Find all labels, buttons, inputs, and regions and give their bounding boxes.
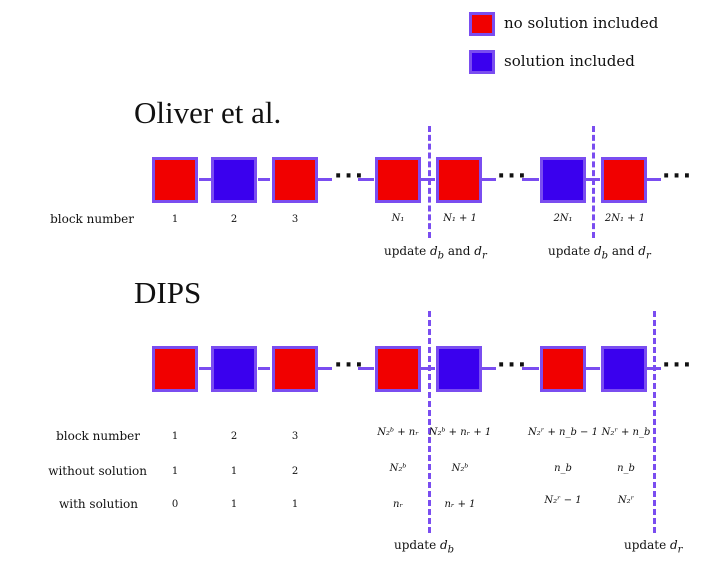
dips-with-solution: N₂ʳ — [617, 495, 635, 506]
dips-link — [258, 367, 270, 370]
dips-link — [522, 367, 539, 370]
dips-without-solution: 1 — [230, 466, 238, 477]
oliver-number: N₁ — [391, 213, 405, 224]
dips-block-2 — [211, 346, 257, 392]
dips-row-label-block-number: block number — [56, 429, 140, 443]
oliver-update-label: update db and dr — [548, 244, 651, 262]
dips-link — [586, 367, 600, 370]
oliver-update-label: update db and dr — [384, 244, 487, 262]
dips-update-db-label: update db — [394, 538, 455, 556]
oliver-block-3 — [272, 157, 318, 203]
oliver-number: 1 — [171, 214, 179, 225]
oliver-link — [647, 178, 661, 181]
dips-with-solution: 1 — [291, 499, 299, 510]
oliver-number: 2N₁ — [553, 213, 573, 224]
legend-blue-label: solution included — [504, 52, 635, 70]
dips-block-number: N₂ᵇ + nᵣ — [377, 427, 419, 438]
dips-update-db-divider — [428, 311, 431, 533]
oliver-block-n1-plus-1 — [436, 157, 482, 203]
dips-block-number: N₂ᵇ + nᵣ + 1 — [428, 427, 492, 438]
oliver-number: 2N₁ + 1 — [604, 213, 646, 224]
dips-without-solution: N₂ᵇ — [451, 463, 469, 474]
dips-block-1 — [152, 346, 198, 392]
dips-without-solution: n_b — [554, 463, 572, 474]
dips-block-7 — [601, 346, 647, 392]
oliver-update-divider — [592, 126, 595, 238]
dips-row-label-with-solution: with solution — [58, 497, 138, 511]
dips-with-solution: nᵣ + 1 — [444, 499, 476, 510]
oliver-link — [199, 178, 211, 181]
oliver-number: 3 — [291, 214, 299, 225]
dips-link — [358, 367, 374, 370]
dips-title: DIPS — [134, 275, 202, 310]
oliver-ellipsis: ··· — [497, 164, 529, 189]
dips-block-3 — [272, 346, 318, 392]
oliver-block-2 — [211, 157, 257, 203]
dips-with-solution: N₂ʳ − 1 — [544, 495, 582, 506]
legend-red-label: no solution included — [504, 14, 659, 32]
dips-link — [482, 367, 496, 370]
oliver-update-divider — [428, 126, 431, 238]
dips-without-solution: 1 — [171, 466, 179, 477]
dips-update-dr-label: update dr — [624, 538, 683, 556]
dips-block-number: N₂ʳ + n_b − 1 — [528, 427, 598, 438]
dips-without-solution: N₂ᵇ — [389, 463, 407, 474]
oliver-title: Oliver et al. — [134, 95, 282, 130]
oliver-link — [522, 178, 539, 181]
oliver-link — [358, 178, 374, 181]
dips-ellipsis: ··· — [497, 353, 529, 378]
dips-ellipsis: ··· — [662, 353, 694, 378]
legend-red-swatch — [469, 12, 495, 36]
legend-blue-swatch — [469, 50, 495, 74]
oliver-block-2n1-plus-1 — [601, 157, 647, 203]
dips-with-solution: 0 — [171, 499, 179, 510]
dips-block-number: 3 — [291, 431, 299, 442]
dips-row-label-without-solution: without solution — [48, 464, 147, 478]
oliver-link — [258, 178, 270, 181]
oliver-link — [482, 178, 496, 181]
dips-link — [199, 367, 211, 370]
oliver-ellipsis: ··· — [334, 164, 366, 189]
oliver-block-2n1 — [540, 157, 586, 203]
oliver-block-1 — [152, 157, 198, 203]
dips-block-5 — [436, 346, 482, 392]
dips-without-solution: n_b — [617, 463, 635, 474]
oliver-number: 2 — [230, 214, 238, 225]
dips-block-number: N₂ʳ + n_b — [601, 427, 651, 438]
dips-with-solution: nᵣ — [393, 499, 403, 510]
dips-link — [318, 367, 332, 370]
dips-with-solution: 1 — [230, 499, 238, 510]
dips-without-solution: 2 — [291, 466, 299, 477]
dips-update-dr-divider — [653, 311, 656, 533]
oliver-number: N₁ + 1 — [443, 213, 477, 224]
dips-block-number: 2 — [230, 431, 238, 442]
dips-block-4 — [375, 346, 421, 392]
oliver-block-n1 — [375, 157, 421, 203]
dips-ellipsis: ··· — [334, 353, 366, 378]
dips-block-6 — [540, 346, 586, 392]
oliver-row-label: block number — [50, 212, 134, 226]
dips-block-number: 1 — [171, 431, 179, 442]
oliver-ellipsis: ··· — [662, 164, 694, 189]
oliver-link — [318, 178, 332, 181]
